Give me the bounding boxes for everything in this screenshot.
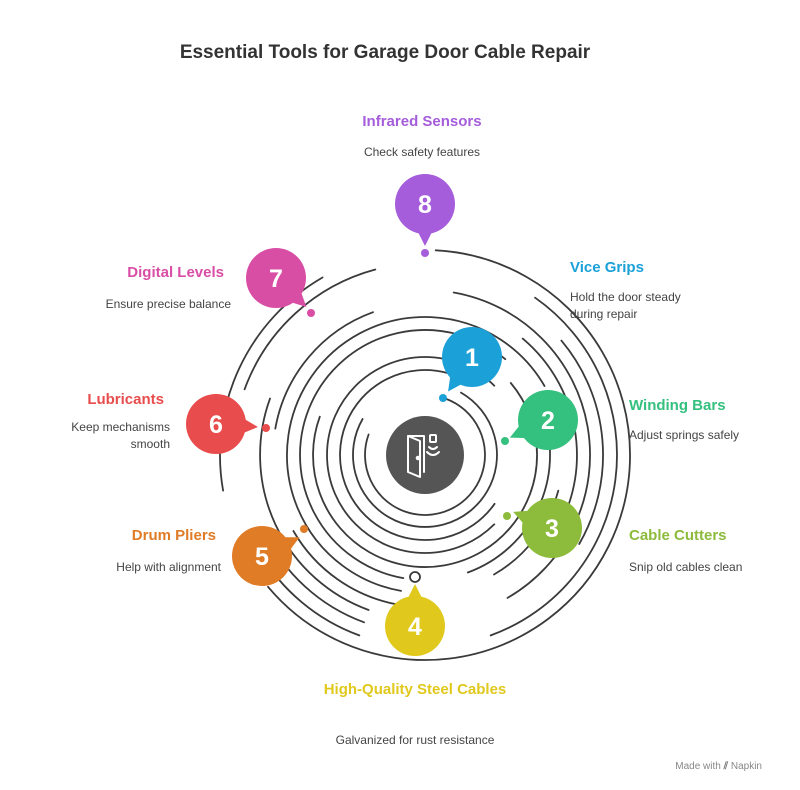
step-5-number: 5: [255, 543, 269, 571]
ring-arc: [352, 391, 498, 528]
step-2-label: Winding Bars: [629, 397, 726, 414]
step-6-desc: Keep mechanisms smooth: [71, 420, 170, 451]
footer-brand: Napkin: [730, 761, 762, 772]
step-8-marker: [421, 249, 429, 257]
step-7-circle: [246, 248, 306, 308]
step-6-circle: [186, 394, 246, 454]
step-6-badge: 6: [186, 394, 258, 454]
step-1-desc: Hold the door steady during repair: [570, 290, 681, 321]
step-5-circle: [232, 526, 292, 586]
footer-prefix: Made with: [675, 761, 721, 772]
step-8-circle: [395, 174, 455, 234]
step-6-label: Lubricants: [87, 391, 164, 408]
step-2-marker: [501, 437, 509, 445]
step-4-circle: [385, 596, 445, 656]
step-7-badge: 7: [246, 248, 307, 308]
step-3-number: 3: [545, 515, 559, 543]
ring-arc: [339, 369, 496, 541]
center-hub: [386, 416, 464, 494]
ring-arc: [292, 530, 400, 606]
step-3-circle: [522, 498, 582, 558]
step-4-desc: Galvanized for rust resistance: [335, 733, 495, 747]
step-2-circle: [518, 390, 578, 450]
step-7-marker: [307, 309, 315, 317]
step-badges: 1 2 3 4 5 6 7 8: [186, 174, 582, 656]
ring-arc: [299, 329, 507, 579]
step-1-badge: 1: [442, 327, 502, 392]
step-1-marker: [439, 394, 447, 402]
step-8-label: Infrared Sensors: [362, 113, 482, 130]
step-4-marker: [409, 571, 421, 583]
step-2-desc: Adjust springs safely: [629, 428, 740, 442]
step-7-number: 7: [269, 265, 283, 293]
step-5-badge: 5: [232, 526, 300, 586]
step-2-number: 2: [541, 407, 555, 435]
step-3-marker: [503, 512, 511, 520]
ring-arc: [267, 249, 631, 661]
footer-credit: Made with ⫽ Napkin: [675, 761, 762, 772]
step-3-label: Cable Cutters: [629, 527, 727, 544]
step-5-label: Drum Pliers: [131, 527, 216, 544]
step-8-number: 8: [418, 191, 432, 219]
step-5-desc: Help with alignment: [116, 560, 221, 574]
step-8-desc: Check safety features: [363, 145, 481, 159]
step-3-badge: 3: [513, 498, 582, 558]
step-7-desc: Ensure precise balance: [105, 297, 231, 311]
step-8-badge: 8: [395, 174, 455, 246]
ring-markers: [262, 249, 511, 583]
ring-arc: [364, 397, 486, 516]
step-1-label: Vice Grips: [570, 259, 644, 276]
step-3-desc: Snip old cables clean: [629, 560, 743, 574]
ring-arc: [560, 339, 604, 545]
ring-arc: [326, 356, 496, 554]
step-1-number: 1: [465, 344, 479, 372]
step-4-label: High-Quality Steel Cables: [323, 681, 507, 698]
page-title: Essential Tools for Garage Door Cable Re…: [179, 42, 591, 63]
step-6-marker: [262, 424, 270, 432]
ring-arc: [452, 291, 591, 599]
ring-arc: [243, 268, 377, 391]
ring-arc: [312, 382, 538, 568]
step-4-badge: 4: [385, 584, 445, 656]
step-4-number: 4: [408, 613, 422, 641]
ring-arc: [274, 311, 374, 430]
door-sensor-icon: [407, 434, 440, 478]
ring-arc: [489, 296, 618, 637]
step-7-label: Digital Levels: [127, 264, 224, 281]
step-6-number: 6: [209, 411, 223, 439]
step-1-circle: [442, 327, 502, 387]
ring-arc: [259, 397, 370, 611]
step-2-badge: 2: [509, 390, 578, 450]
napkin-logo-icon: ⫽: [723, 761, 729, 772]
step-5-marker: [300, 525, 308, 533]
